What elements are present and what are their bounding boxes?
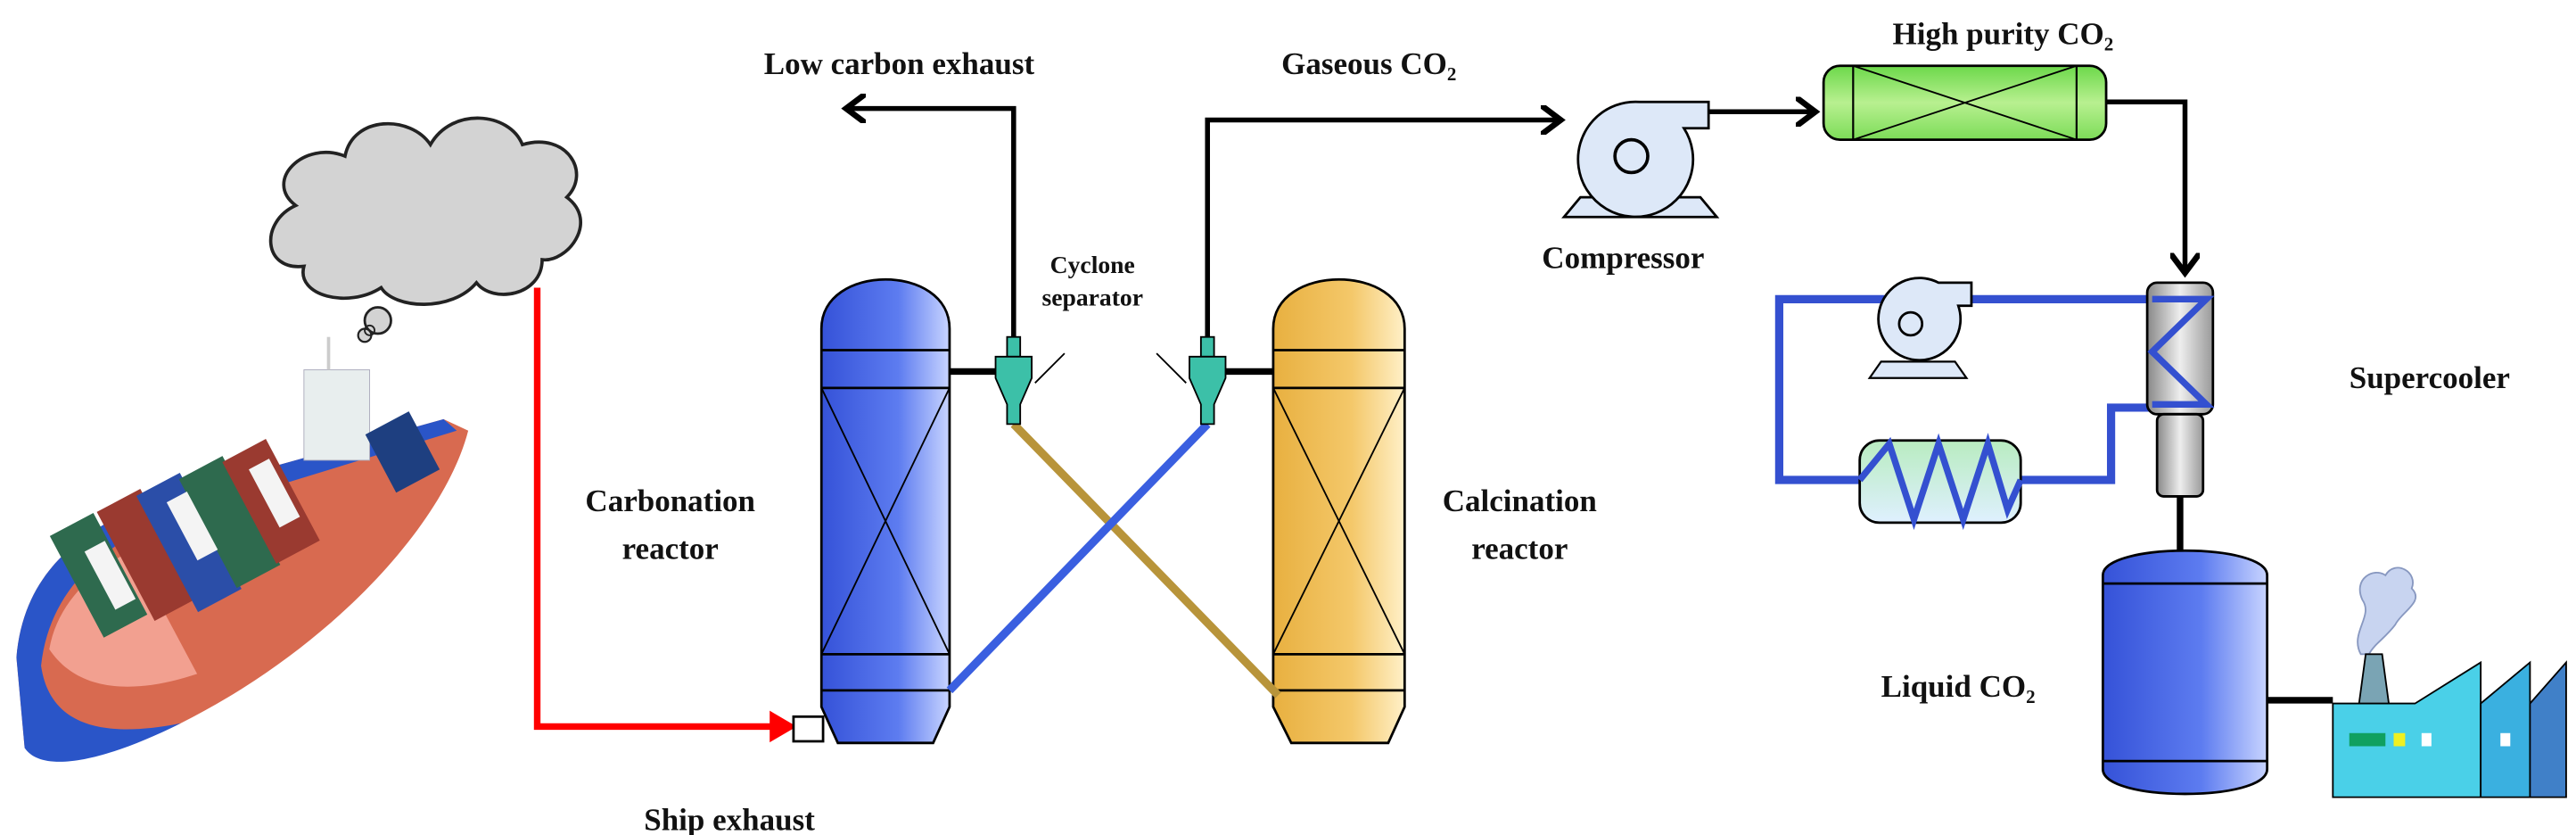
cyclone-pointer-right: [1156, 352, 1187, 384]
refrigerant-pump-icon: [1867, 277, 1973, 379]
exhaust-cloud-icon: [268, 116, 582, 343]
low-carbon-exhaust-label: Low carbon exhaust: [764, 46, 1035, 81]
compressor-icon: [1561, 100, 1720, 219]
carbonation-reactor-label-line2: reactor: [622, 531, 719, 566]
container-ship-icon: [16, 336, 469, 762]
supercooler-label: Supercooler: [2350, 360, 2510, 395]
cyclone-separator-left: [994, 335, 1033, 426]
cyclone-separator-label-line1: Cyclone: [1050, 251, 1135, 278]
gaseous-co2-line: [1205, 120, 1560, 337]
cyclone-separator-right: [1189, 335, 1227, 426]
purifier-outlet-line: [2106, 99, 2185, 273]
calcination-reactor-label-line1: Calcination: [1443, 484, 1597, 518]
compressor-label: Compressor: [1542, 240, 1704, 275]
calcination-reactor: [1272, 277, 1406, 745]
liquid-co2-tank: [2101, 549, 2268, 796]
sorbent-line-to-carbonator: [946, 421, 1211, 694]
gaseous-co2-label: Gaseous CO₂: [1281, 46, 1456, 81]
ship-exhaust-arrow-icon: [770, 710, 797, 743]
high-purity-purifier: [1822, 64, 2108, 141]
factory-icon: [2332, 566, 2567, 798]
carbonation-reactor: [792, 277, 951, 745]
carbonation-reactor-label-line1: Carbonation: [585, 484, 755, 518]
cyclone-pointer-left: [1034, 352, 1066, 384]
cyclone-separator-label-line2: separator: [1041, 284, 1143, 311]
calcination-reactor-label-line2: reactor: [1471, 531, 1568, 566]
low-carbon-exhaust-line: [846, 109, 1016, 337]
sorbent-line-to-calciner: [1010, 421, 1281, 699]
ship-exhaust-line: [533, 287, 776, 731]
condenser-heat-exchanger-icon: [1856, 433, 2024, 531]
ship-exhaust-label: Ship exhaust: [644, 802, 815, 835]
liquid-co2-label: Liquid CO₂: [1881, 669, 2036, 704]
supercooler: [2145, 281, 2215, 498]
high-purity-co2-label: High purity CO₂: [1893, 17, 2114, 52]
